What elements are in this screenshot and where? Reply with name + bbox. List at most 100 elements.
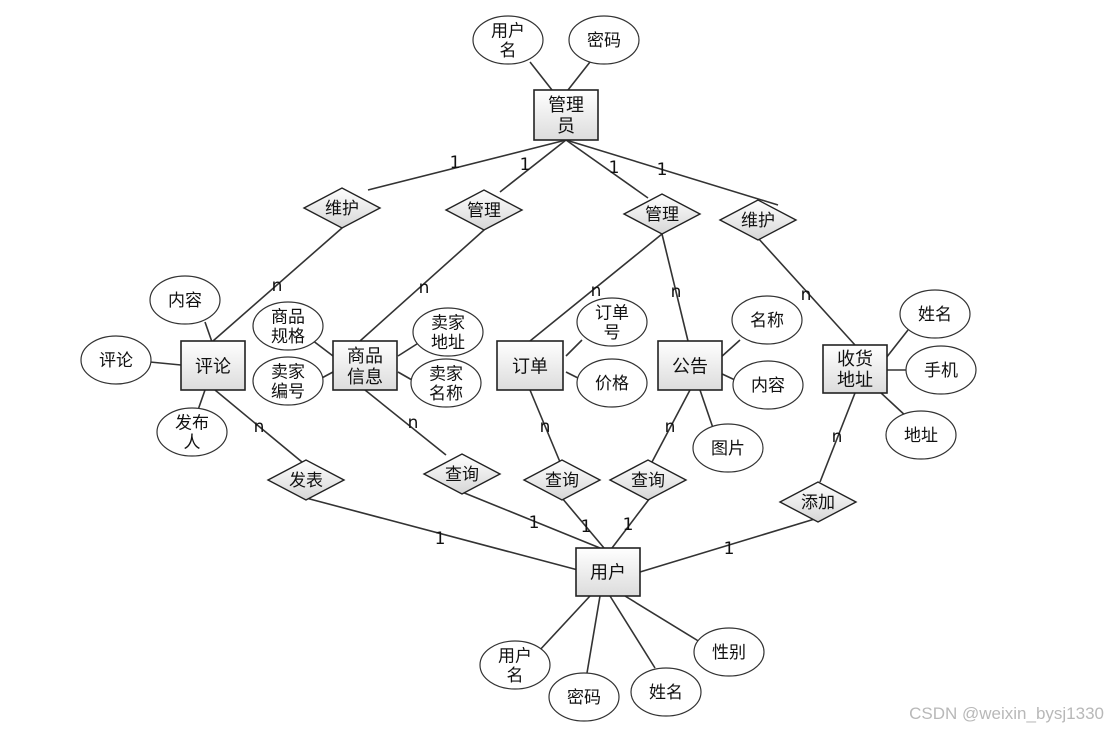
- attribute-review-author: 发布人: [156, 407, 228, 457]
- cardinality-label: 1: [724, 539, 735, 559]
- relationship-label: 添加: [801, 493, 835, 513]
- cardinalities: 1 n 1 n 1 n n 1 n n 1 n 1 n 1 n 1 n 1: [254, 153, 843, 559]
- relationship-maintain-address: 维护: [718, 199, 798, 241]
- edge-order-price: [565, 371, 579, 379]
- edge-manage-product: [359, 229, 485, 342]
- attribute-label: 密码: [567, 688, 601, 708]
- edge-admin-maintain-address: [565, 139, 779, 206]
- attribute-label: 用户名: [498, 646, 532, 686]
- attribute-notice-content: 内容: [732, 360, 804, 410]
- attribute-user-gender: 性别: [693, 627, 765, 677]
- entity-review: 评论: [180, 340, 246, 391]
- attribute-label: 手机: [924, 361, 958, 381]
- relationship-label: 管理: [467, 201, 501, 221]
- attribute-label: 内容: [751, 376, 785, 396]
- cardinality-label: n: [665, 417, 676, 437]
- attribute-notice-image: 图片: [692, 423, 764, 473]
- entity-label: 评论: [195, 357, 231, 378]
- relationship-label: 查询: [545, 471, 579, 491]
- edge-admin-username: [529, 61, 553, 91]
- cardinality-label: 1: [435, 529, 446, 549]
- attribute-label: 名称: [750, 311, 784, 331]
- edge-query-order-user: [561, 497, 605, 549]
- cardinality-label: n: [591, 281, 602, 301]
- attribute-label: 卖家地址: [431, 313, 465, 353]
- edge-query-notice-user: [611, 497, 651, 549]
- cardinality-label: n: [540, 417, 551, 437]
- edge-user-username: [537, 595, 591, 653]
- cardinality-label: 1: [609, 158, 620, 178]
- edge-publish-user: [305, 497, 579, 571]
- attribute-label: 卖家名称: [429, 364, 463, 404]
- entity-product: 商品信息: [332, 340, 398, 391]
- attribute-label: 密码: [587, 31, 621, 51]
- attribute-product-seller-address: 卖家地址: [412, 307, 484, 357]
- attribute-address-name: 姓名: [899, 289, 971, 339]
- edge-address-add: [819, 392, 856, 483]
- edge-address-name: [885, 329, 909, 359]
- edge-review-author: [197, 389, 206, 411]
- relationship-maintain-review: 维护: [302, 187, 382, 229]
- attribute-label: 订单号: [595, 303, 629, 343]
- attribute-order-price: 价格: [576, 358, 648, 408]
- edge-review-content: [204, 321, 213, 343]
- attribute-label: 卖家编号: [271, 362, 305, 402]
- attribute-label: 评论: [99, 351, 133, 371]
- edge-maintain-address: [757, 237, 856, 346]
- relationship-publish: 发表: [266, 459, 346, 501]
- attribute-user-password: 密码: [548, 672, 620, 722]
- attribute-admin-password: 密码: [568, 15, 640, 65]
- relationship-label: 维护: [741, 211, 775, 231]
- edge-product-seller-address: [397, 341, 421, 357]
- edge-query-product-user: [461, 491, 601, 549]
- entity-label: 商品信息: [347, 346, 383, 388]
- edge-admin-maintain-review: [367, 139, 567, 191]
- attribute-label: 商品规格: [271, 307, 305, 347]
- entity-admin: 管理员: [533, 89, 599, 141]
- attribute-label: 图片: [711, 439, 745, 459]
- cardinality-label: n: [254, 417, 265, 437]
- edge-user-gender: [624, 595, 701, 643]
- edge-review-publish: [214, 389, 303, 463]
- edge-maintain-review: [212, 227, 343, 342]
- cardinality-label: 1: [623, 515, 634, 535]
- attribute-label: 姓名: [918, 305, 952, 325]
- attribute-label: 性别: [712, 643, 746, 663]
- attribute-label: 发布人: [175, 413, 209, 453]
- relationship-label: 管理: [645, 205, 679, 225]
- relationship-query-product: 查询: [422, 453, 502, 495]
- edge-user-password: [586, 595, 601, 674]
- edge-notice-query: [651, 389, 691, 463]
- cardinality-label: n: [801, 285, 812, 305]
- attribute-label: 用户名: [491, 21, 525, 61]
- attribute-label: 姓名: [649, 683, 683, 703]
- cardinality-label: n: [272, 276, 283, 296]
- attribute-product-seller-id: 卖家编号: [252, 356, 324, 406]
- cardinality-label: n: [832, 427, 843, 447]
- attribute-label: 内容: [168, 291, 202, 311]
- edge-admin-password: [567, 61, 591, 91]
- edge-user-name: [609, 595, 656, 669]
- attribute-review-content: 内容: [149, 275, 221, 325]
- entity-notice: 公告: [657, 340, 723, 391]
- attribute-review-text: 评论: [80, 335, 152, 385]
- cardinality-label: 1: [520, 155, 531, 175]
- attribute-address-phone: 手机: [905, 345, 977, 395]
- entity-address: 收货地址: [822, 344, 888, 394]
- cardinality-label: n: [419, 278, 430, 298]
- relationship-manage-order-notice: 管理: [622, 193, 702, 235]
- relationship-label: 查询: [445, 465, 479, 485]
- attribute-order-no: 订单号: [576, 297, 648, 347]
- attribute-user-username: 用户名: [479, 640, 551, 690]
- edge-product-spec: [311, 339, 334, 357]
- attribute-product-seller-name: 卖家名称: [410, 358, 482, 408]
- edge-order-no: [565, 339, 583, 357]
- entity-label: 用户: [590, 563, 626, 584]
- edge-admin-manage-product: [499, 139, 567, 193]
- watermark: CSDN @weixin_bysj1330: [909, 704, 1104, 723]
- attribute-label: 价格: [595, 374, 629, 394]
- relationship-label: 发表: [289, 471, 323, 491]
- cardinality-label: n: [408, 413, 419, 433]
- edge-review-text: [149, 361, 182, 366]
